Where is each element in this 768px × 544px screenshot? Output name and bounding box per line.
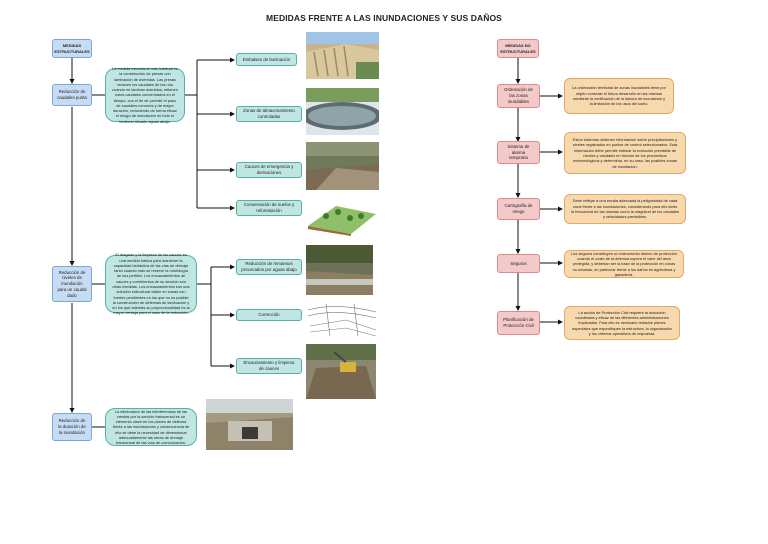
label-insurance: Seguros bbox=[497, 254, 540, 273]
label-civil-protection: Planificación de Protección Civil bbox=[497, 311, 540, 335]
group-description-peak-flow: La medida estructural más habitual es la… bbox=[105, 66, 185, 124]
structural-header: MEDIDAS ESTRUCTURALES bbox=[52, 39, 92, 58]
measure-channeling-cleaning: Encauzamiento y limpieza de cauces bbox=[236, 358, 302, 374]
label-risk-mapping: Cartografía de riesgo bbox=[497, 198, 540, 220]
label-early-warning: Sistema de alarma temprana bbox=[497, 141, 540, 164]
label-zoning: Ordenación de las zonas inundables bbox=[497, 84, 540, 108]
group-description-flood-duration: La eliminación de las interferencias de … bbox=[105, 408, 197, 446]
storage-basin-photo bbox=[306, 88, 379, 135]
measure-correction: Corrección bbox=[236, 309, 302, 321]
non-structural-header: MEDIDAS NO ESTRUCTURALES bbox=[497, 39, 539, 58]
group-label-flood-levels: Reducción de niveles de inundación para … bbox=[52, 266, 92, 302]
dam-photo bbox=[306, 32, 379, 79]
description-risk-mapping: Debe reflejar a una escala adecuada la p… bbox=[564, 194, 686, 224]
measure-lamination-reservoirs: Embalses de laminación bbox=[236, 53, 297, 66]
description-early-warning: Estos sistemas obtienen información sobr… bbox=[564, 132, 686, 174]
description-insurance: Los seguros constituyen un instrumento i… bbox=[564, 250, 684, 278]
measure-emergency-channels: Cauces de emergencia y derivaciones bbox=[236, 162, 302, 178]
measure-controlled-storage: Zonas de almacenamiento controladas bbox=[236, 106, 302, 122]
page-title: MEDIDAS FRENTE A LAS INUNDACIONES Y SUS … bbox=[266, 13, 502, 23]
group-label-peak-flow: Reducción de caudales punta bbox=[52, 84, 92, 106]
group-description-flood-levels: El dragado y la limpieza de los cauces e… bbox=[105, 252, 197, 315]
description-civil-protection: La acción de Protección Civil requiere l… bbox=[564, 306, 680, 340]
group-label-flood-duration: Reducción de la duración de la inundació… bbox=[52, 413, 92, 441]
correction-diagram bbox=[306, 300, 379, 338]
backwater-photo bbox=[306, 245, 373, 295]
measure-backwater-reduction: Reducción de remansos provocados por agu… bbox=[236, 259, 302, 275]
channel-cleaning-photo bbox=[306, 344, 376, 399]
reforestation-diagram bbox=[306, 196, 379, 236]
description-zoning: La ordenación territorial de zonas inund… bbox=[564, 78, 674, 114]
measure-soil-conservation: Conservación de suelos y reforestación bbox=[236, 200, 302, 216]
culvert-photo bbox=[206, 399, 293, 450]
emergency-channel-photo bbox=[306, 142, 379, 190]
